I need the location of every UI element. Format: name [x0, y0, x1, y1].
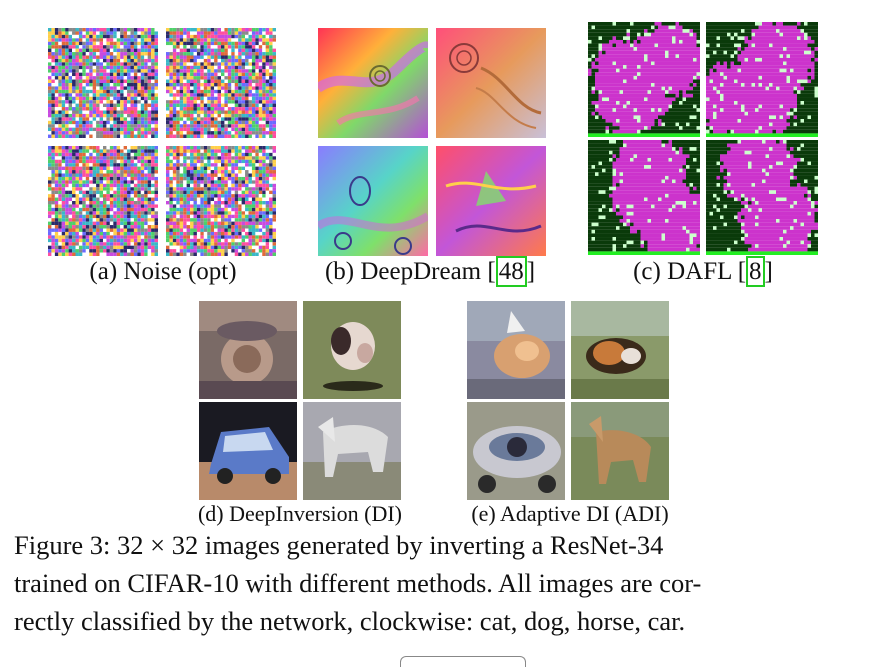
di-svg-3 [199, 402, 297, 500]
caption-d-text: (d) DeepInversion (DI) [198, 501, 402, 526]
caption-c-bracket: ] [765, 258, 773, 285]
figure-caption: Figure 3: 32 × 32 images generated by in… [14, 526, 864, 640]
caption-c: (c) DAFL [8] [588, 258, 818, 286]
noise-image-dog [166, 28, 276, 138]
noise-svg [166, 146, 276, 256]
adi-svg-1 [467, 301, 565, 399]
adi-svg-2 [571, 301, 669, 399]
citation-link-48[interactable]: 48 [496, 256, 527, 287]
figure-caption-line-3: rectly classified by the network, clockw… [14, 602, 864, 640]
caption-a: (a) Noise (opt) [48, 258, 278, 286]
caption-b-bracket: ] [527, 258, 535, 285]
adi-image-cat [467, 301, 565, 399]
dafl-image-cat [588, 22, 700, 137]
noise-svg [166, 28, 276, 138]
adi-image-horse [571, 402, 669, 500]
di-image-car [199, 402, 297, 500]
caption-b-text: (b) DeepDream [ [325, 258, 496, 285]
adi-svg-3 [467, 402, 565, 500]
figure-caption-line-1: Figure 3: 32 × 32 images generated by in… [14, 526, 864, 564]
caption-a-text: (a) Noise (opt) [89, 258, 236, 285]
noise-svg [48, 28, 158, 138]
deepdream-image-horse [436, 146, 546, 256]
adi-image-dog [571, 301, 669, 399]
noise-image-cat [48, 28, 158, 138]
figure-caption-line-2: trained on CIFAR-10 with different metho… [14, 564, 864, 602]
dafl-svg [588, 22, 700, 137]
dafl-image-dog [706, 22, 818, 137]
caption-b: (b) DeepDream [48] [300, 258, 560, 286]
di-image-cat [199, 301, 297, 399]
di-svg-1 [199, 301, 297, 399]
dafl-image-car [588, 140, 700, 255]
citation-link-8[interactable]: 8 [746, 256, 765, 287]
adi-image-car [467, 402, 565, 500]
deepdream-image-dog [436, 28, 546, 138]
deepdream-svg-1 [318, 28, 428, 138]
deepdream-svg-4 [436, 146, 546, 256]
adi-svg-4 [571, 402, 669, 500]
noise-svg [48, 146, 158, 256]
di-image-horse [303, 402, 401, 500]
di-svg-2 [303, 301, 401, 399]
deepdream-svg-2 [436, 28, 546, 138]
caption-d: (d) DeepInversion (DI) [180, 501, 420, 527]
dafl-svg [706, 22, 818, 137]
dafl-svg [588, 140, 700, 255]
deepdream-svg-3 [318, 146, 428, 256]
di-image-dog [303, 301, 401, 399]
caption-e-text: (e) Adaptive DI (ADI) [471, 501, 668, 526]
di-svg-4 [303, 402, 401, 500]
caption-e: (e) Adaptive DI (ADI) [450, 501, 690, 527]
deepdream-image-cat [318, 28, 428, 138]
caption-c-text: (c) DAFL [ [633, 258, 746, 285]
deepdream-image-car [318, 146, 428, 256]
noise-image-horse [166, 146, 276, 256]
dafl-svg [706, 140, 818, 255]
dafl-image-horse [706, 140, 818, 255]
noise-image-car [48, 146, 158, 256]
